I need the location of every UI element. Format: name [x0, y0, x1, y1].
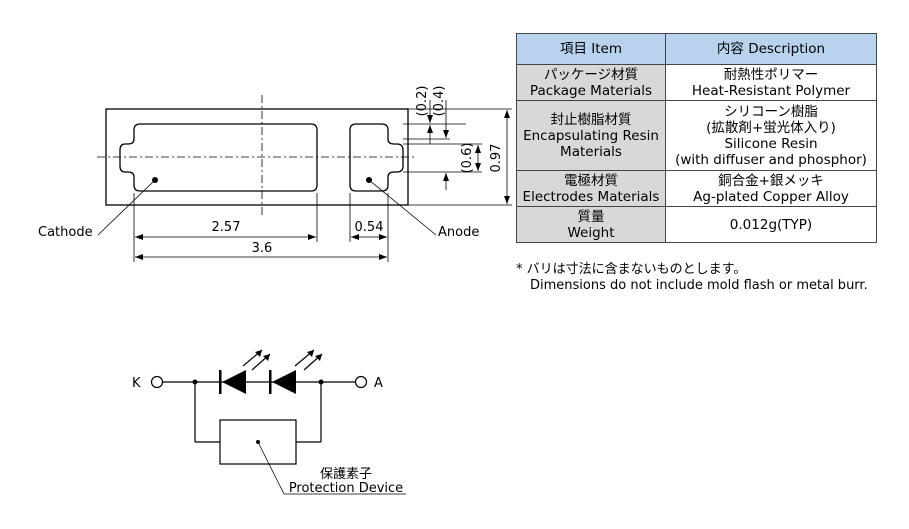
- light-arrow-2: [263, 354, 270, 361]
- led-1: [222, 370, 246, 394]
- a-terminal: [354, 375, 368, 389]
- cathode-leader: [97, 179, 156, 236]
- description-cell: 銅合金+銀メッキ Ag-plated Copper Alloy: [665, 170, 877, 207]
- cell-line: Encapsulating Resin: [523, 127, 659, 144]
- dim-0-97: 0.97: [489, 144, 504, 173]
- dim-0-4: (0.4): [432, 86, 447, 117]
- table-row: 封止樹脂材質 Encapsulating Resin Materials シリコ…: [516, 100, 877, 171]
- item-cell: 電極材質 Electrodes Materials: [516, 170, 666, 207]
- led-2-bar: [269, 370, 272, 394]
- item-cell: 質量 Weight: [516, 206, 666, 243]
- cell-line: Ag-plated Copper Alloy: [693, 188, 849, 205]
- cell-line: パッケージ材質: [543, 66, 639, 83]
- cell-line: 銅合金+銀メッキ: [718, 172, 824, 189]
- cell-line: 耐熱性ポリマー: [723, 66, 819, 83]
- table-row: パッケージ材質 Package Materials 耐熱性ポリマー Heat-R…: [516, 64, 877, 101]
- bottom-dimension-lines: [135, 234, 387, 260]
- cell-line: (拡散剤+蛍光体入り): [706, 119, 836, 136]
- dim-3-6: 3.6: [252, 241, 273, 256]
- item-cell: 封止樹脂材質 Encapsulating Resin Materials: [516, 100, 666, 171]
- cell-line: Silicone Resin: [724, 135, 818, 152]
- cell-line: Weight: [567, 224, 615, 241]
- anode-label: Anode: [438, 225, 479, 240]
- light-arrow-3: [307, 350, 314, 357]
- dim-0-54: 0.54: [355, 220, 384, 235]
- cell-line: Materials: [560, 143, 622, 160]
- k-label: K: [132, 376, 141, 391]
- right-extension-lines: [403, 108, 512, 206]
- note-en: Dimensions do not include mold flash or …: [530, 278, 868, 293]
- protection-label-jp: 保護素子: [320, 466, 372, 482]
- description-cell: シリコーン樹脂 (拡散剤+蛍光体入り) Silicone Resin (with…: [665, 100, 877, 171]
- table-row: 質量 Weight 0.012g(TYP): [516, 206, 877, 243]
- dimension-note: * バリは寸法に含まないものとします。 Dimensions do not in…: [516, 262, 868, 294]
- dim-0-6: (0.6): [460, 143, 475, 174]
- light-arrow-4: [315, 354, 322, 361]
- anode-cavity: [349, 123, 404, 192]
- cathode-cavity: [119, 123, 318, 192]
- note-jp: * バリは寸法に含まないものとします。: [516, 262, 747, 277]
- spec-table: 項目 Item 内容 Description パッケージ材質 Package M…: [516, 33, 877, 243]
- protection-device-box: [219, 419, 297, 465]
- junction-k: [192, 379, 198, 385]
- header-description: 内容 Description: [665, 33, 877, 65]
- table-row: 電極材質 Electrodes Materials 銅合金+銀メッキ Ag-pl…: [516, 170, 877, 207]
- right-dimension-lines: [427, 100, 510, 204]
- cell-line: 0.012g(TYP): [729, 216, 813, 233]
- cell-line: Heat-Resistant Polymer: [691, 82, 851, 99]
- junction-a: [318, 379, 324, 385]
- cell-line: シリコーン樹脂: [724, 103, 818, 120]
- bottom-extension-lines: [133, 193, 389, 262]
- cell-line: (with diffuser and phosphor): [675, 151, 867, 168]
- led-1-bar: [219, 370, 222, 394]
- dim-2-57: 2.57: [212, 220, 241, 235]
- cell-line: 質量: [577, 208, 605, 225]
- a-label: A: [374, 376, 383, 391]
- protection-label-en: Protection Device: [289, 481, 403, 496]
- item-cell: パッケージ材質 Package Materials: [516, 64, 666, 101]
- cathode-label: Cathode: [38, 225, 93, 240]
- cell-line: Electrodes Materials: [522, 188, 660, 205]
- light-arrow-1: [255, 350, 262, 357]
- center-lines: [97, 95, 416, 218]
- header-item: 項目 Item: [516, 33, 666, 65]
- led-2: [272, 370, 296, 394]
- protection-leader: [257, 441, 285, 495]
- cell-line: Package Materials: [529, 82, 653, 99]
- k-terminal: [150, 375, 164, 389]
- cell-line: 電極材質: [564, 172, 618, 189]
- cell-line: 封止樹脂材質: [550, 111, 632, 128]
- protection-dot: [256, 440, 260, 444]
- description-cell: 0.012g(TYP): [665, 206, 877, 243]
- dim-0-2: (0.2): [415, 86, 430, 117]
- schematic-fills: [192, 350, 324, 444]
- anode-leader: [368, 179, 437, 236]
- description-cell: 耐熱性ポリマー Heat-Resistant Polymer: [665, 64, 877, 101]
